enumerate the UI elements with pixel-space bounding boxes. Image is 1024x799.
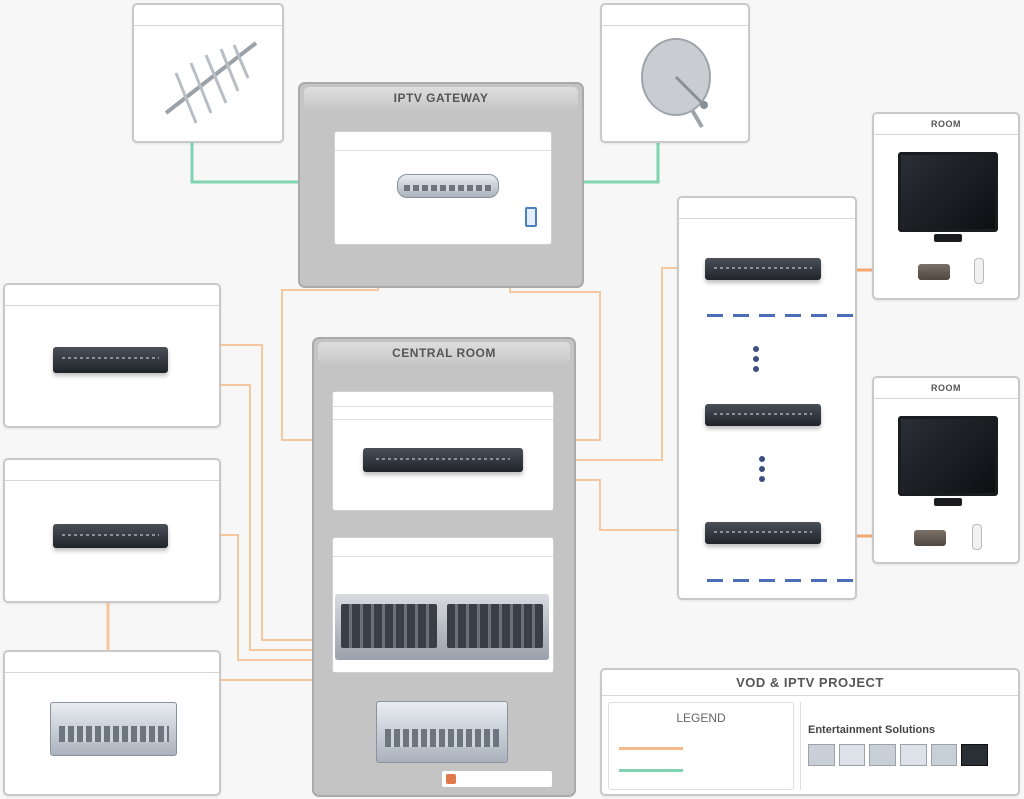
brand-logo-icon [446, 774, 456, 784]
project-title: VOD & IPTV PROJECT [602, 670, 1018, 696]
orange-cable-router [220, 344, 345, 641]
tv-stand-icon [934, 498, 962, 506]
orange-cable-router-2 [220, 384, 345, 651]
pms-box [3, 650, 221, 796]
core-switch-device [363, 448, 523, 472]
central-room-title: CENTRAL ROOM [318, 342, 570, 364]
legend-divider [800, 702, 801, 790]
brand-device-thumb [930, 744, 958, 766]
server-rack-bay-right [447, 604, 543, 648]
set-top-box-icon [914, 530, 946, 546]
floor-distribution-label [679, 198, 855, 219]
brand-device-strip [808, 744, 989, 766]
legend-green-line [619, 769, 683, 772]
floor-ports-top [707, 314, 857, 317]
set-top-box-icon [918, 264, 950, 280]
tv-icon [898, 416, 998, 496]
core-switch-label-line1 [333, 392, 553, 407]
vod-storage-server [376, 701, 508, 763]
legend-title: LEGEND [676, 711, 726, 725]
router-box [3, 283, 221, 428]
pms-server [50, 702, 177, 756]
floor-switch-top [705, 258, 821, 280]
room-label-top: ROOM [874, 114, 1018, 135]
brand-device-thumb [838, 744, 866, 766]
antenna-icon [164, 41, 258, 124]
server-rack [335, 594, 549, 660]
iptv-gateway-title: IPTV GATEWAY [304, 87, 578, 109]
legend-orange-line [619, 747, 683, 750]
small-brand-logo [442, 771, 552, 787]
central-room-group: CENTRAL ROOM [312, 337, 576, 797]
router-device [53, 347, 168, 373]
terrestrial-antenna-box [132, 3, 284, 143]
server-rack-bay-left [341, 604, 437, 648]
floor-ports-bottom [707, 579, 857, 582]
iptv-gateway-panel [334, 131, 552, 245]
remote-control-icon [972, 524, 982, 550]
legend-panel: LEGEND [608, 702, 794, 790]
tv-icon [898, 152, 998, 232]
brand-device-thumb [808, 744, 835, 766]
pms-label [5, 652, 219, 673]
project-legend-box: VOD & IPTV PROJECT LEGEND Entertainment … [600, 668, 1020, 796]
gateway-device [397, 174, 499, 198]
room-box-top: ROOM [872, 112, 1020, 300]
gateway-module-icon [525, 207, 537, 227]
iptv-gateway-group: IPTV GATEWAY [298, 82, 584, 288]
room-label-bottom: ROOM [874, 378, 1018, 399]
remote-control-icon [974, 258, 984, 284]
floor-switch-bottom [705, 522, 821, 544]
continuation-dots-bottom [759, 456, 765, 486]
server-panel-label [333, 538, 553, 557]
router-label [5, 285, 219, 306]
terrestrial-antenna-label [134, 5, 282, 26]
brand-device-thumb [961, 744, 989, 766]
hotel-services-device [53, 524, 168, 548]
server-panel [332, 537, 554, 673]
hotel-services-box [3, 458, 221, 603]
satellite-dish-label [602, 5, 748, 26]
orange-cable-floor-bottom [560, 479, 705, 531]
iptv-gateway-inner-label [335, 132, 551, 151]
room-box-bottom: ROOM [872, 376, 1020, 564]
brand-device-thumb [869, 744, 897, 766]
core-switch-label-line2 [333, 406, 553, 420]
core-switch-panel [332, 391, 554, 511]
hotel-services-label [5, 460, 219, 481]
satellite-dish-box [600, 3, 750, 143]
continuation-dots-top [753, 346, 759, 376]
brand-device-thumb [900, 744, 927, 766]
floor-distribution-panel [677, 196, 857, 600]
green-cable-satellite [550, 142, 660, 184]
green-cable-antenna [190, 142, 330, 184]
tv-stand-icon [934, 234, 962, 242]
satellite-dish-icon [641, 38, 711, 129]
floor-switch-middle [705, 404, 821, 426]
brand-name: Entertainment Solutions [808, 724, 936, 736]
orange-cable-hotel [220, 534, 345, 661]
